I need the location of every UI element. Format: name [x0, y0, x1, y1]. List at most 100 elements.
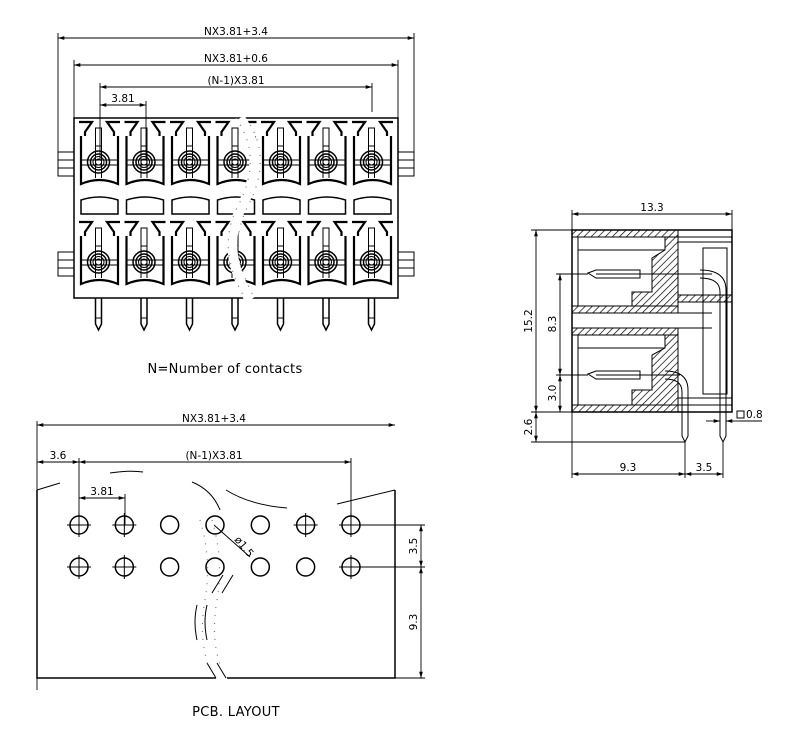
cell-frame	[79, 236, 120, 286]
solder-pin	[94, 298, 103, 332]
contact-cell	[124, 220, 166, 332]
square-section-icon	[736, 410, 745, 419]
pin-slot	[277, 227, 284, 247]
cell-frame	[261, 236, 302, 286]
pcb-hole	[295, 557, 316, 577]
screw-ring	[226, 153, 244, 171]
latch	[124, 120, 166, 136]
pcb-layout-caption: PCB. LAYOUT	[192, 705, 280, 720]
pcb-dim-label-hole-diameter: ø1.5	[232, 534, 256, 559]
dim-label-pin-size: 0.8	[746, 409, 763, 421]
screw-ring	[268, 150, 293, 174]
latch	[215, 220, 257, 236]
dim-overall-width: NX3.81+3.4	[57, 26, 415, 156]
screw-ring	[138, 156, 150, 168]
pcb-dim-edge-offset: 3.6	[37, 450, 80, 525]
pcb-holes	[67, 513, 363, 579]
dim-label-overall-width: NX3.81+3.4	[204, 26, 268, 38]
pin-slot	[95, 127, 102, 147]
pcb-layout: NX3.81+3.4 3.6 (N-1)X3.81 3.81	[36, 413, 425, 720]
screw-ring	[177, 250, 202, 274]
pcb-dim-label-pitch: 3.81	[90, 486, 113, 498]
latch	[261, 220, 302, 236]
screw-ring	[183, 256, 196, 268]
pcb-dim-hole-span: (N-1)X3.81	[79, 450, 352, 525]
pin-slot	[186, 127, 193, 147]
dim-label-depth: 13.3	[640, 202, 663, 214]
front-view: NX3.81+3.4 NX3.81+0.6 (N-1)X3.81 3.81	[57, 26, 415, 377]
dim-pin-length-below: 2.6	[523, 411, 685, 443]
screw-ring	[138, 256, 150, 268]
screw-ring	[180, 153, 199, 171]
label-window	[262, 196, 301, 215]
dim-label-row-spacing: 3.5	[696, 462, 713, 474]
pcb-hole	[67, 555, 91, 579]
contact-cell	[79, 120, 120, 215]
dim-label-pitch: 3.81	[111, 93, 134, 105]
dim-height: 15.2	[523, 229, 572, 412]
screw-ring	[365, 256, 378, 268]
screw-ring	[320, 156, 332, 168]
screw-ring	[183, 156, 196, 168]
latch	[352, 120, 393, 136]
solder-pin	[367, 298, 376, 332]
cell-frame	[79, 136, 120, 186]
cell-frame	[352, 136, 393, 186]
screw-ring	[317, 253, 335, 271]
screw-ring	[359, 150, 384, 174]
pcb-outline-left	[36, 490, 216, 679]
solder-pin	[322, 298, 330, 332]
break-line	[227, 115, 261, 303]
screw-ring	[89, 253, 108, 271]
screw-ring	[322, 158, 330, 166]
pcb-dim-row-spacing: 3.5 9.3	[351, 524, 425, 679]
screw-ring	[132, 150, 156, 174]
cell-frame	[125, 236, 165, 286]
screw-ring	[274, 256, 287, 268]
cell-frame	[307, 136, 347, 186]
dim-depth: 13.3	[571, 202, 733, 230]
screw-ring	[86, 150, 111, 174]
pcb-dim-label-edge-offset: 3.6	[50, 450, 67, 462]
dim-lower-pin-height: 3.0	[547, 374, 588, 412]
screw-ring	[359, 250, 384, 274]
screw-ring	[277, 258, 284, 266]
latch	[124, 220, 166, 236]
screw-ring	[268, 250, 293, 274]
label-window	[125, 196, 165, 215]
label-window	[353, 196, 392, 215]
screw-ring	[320, 256, 332, 268]
screw-ring	[362, 153, 381, 171]
pcb-hole	[67, 513, 91, 537]
pin-slot	[322, 227, 330, 247]
side-flange-right	[397, 151, 415, 277]
screw-ring	[271, 253, 290, 271]
contact-cell	[261, 120, 302, 215]
screw-ring	[132, 250, 156, 274]
solder-pin	[185, 298, 194, 332]
latch	[79, 120, 120, 136]
contact-cell	[306, 220, 348, 332]
pin-slot	[368, 227, 375, 247]
label-window	[171, 196, 210, 215]
screw-ring	[362, 253, 381, 271]
dim-label-lower-pin-height: 3.0	[547, 385, 559, 402]
front-view-caption: N=Number of contacts	[147, 362, 302, 377]
cell-frame	[261, 136, 302, 186]
solder-pin	[231, 298, 239, 332]
latch	[79, 220, 120, 236]
screw-ring	[180, 253, 199, 271]
pcb-hole	[205, 515, 225, 535]
pcb-hole	[250, 515, 271, 535]
contact-cell	[261, 220, 302, 332]
screw-ring	[92, 256, 105, 268]
screw-ring	[95, 258, 102, 266]
dim-label-height: 15.2	[523, 309, 535, 332]
screw-ring	[140, 258, 148, 266]
dim-label-pin-span: (N-1)X3.81	[207, 75, 264, 87]
contact-cell	[79, 220, 120, 332]
dim-label-body-width: NX3.81+0.6	[204, 53, 268, 65]
cell-frame	[125, 136, 165, 186]
pcb-hole	[293, 513, 318, 537]
cell-frame	[307, 236, 347, 286]
